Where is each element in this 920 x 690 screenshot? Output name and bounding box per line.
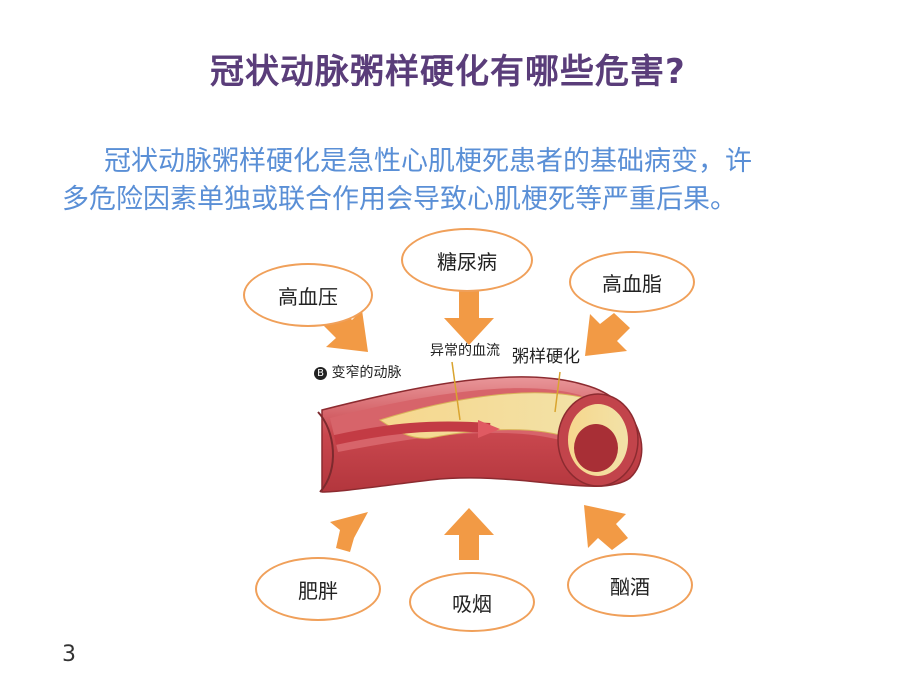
narrowed-artery-text: 变窄的动脉 bbox=[331, 365, 402, 381]
bubble-smoking: 吸烟 bbox=[409, 572, 535, 632]
risk-arrows bbox=[320, 290, 630, 560]
arrow-smoking bbox=[444, 508, 494, 560]
bubble-hyperlipidemia: 高血脂 bbox=[569, 251, 695, 313]
bubble-diabetes: 糖尿病 bbox=[401, 228, 533, 292]
arrow-alcohol bbox=[584, 505, 628, 550]
intro-paragraph: 冠状动脉粥样硬化是急性心肌梗死患者的基础病变，许 多危险因素单独或联合作用会导致… bbox=[62, 143, 862, 219]
arrow-diabetes bbox=[444, 290, 494, 345]
artery-illustration bbox=[317, 361, 643, 493]
page-number: 3 bbox=[62, 642, 76, 667]
bubble-alcohol: 酗酒 bbox=[567, 553, 693, 617]
arrow-hyperlipidemia bbox=[585, 313, 630, 356]
paragraph-line-1: 冠状动脉粥样硬化是急性心肌梗死患者的基础病变，许 bbox=[104, 146, 752, 177]
slide-title: 冠状动脉粥样硬化有哪些危害? bbox=[210, 52, 686, 92]
marker-b-icon: B bbox=[314, 366, 327, 380]
paragraph-line-2: 多危险因素单独或联合作用会导致心肌梗死等严重后果。 bbox=[62, 184, 737, 215]
abnormal-flow-label: 异常的血流 bbox=[430, 343, 500, 359]
bubble-hypertension: 高血压 bbox=[243, 263, 373, 327]
arrow-obesity bbox=[330, 512, 368, 552]
narrowed-artery-label: B 变窄的动脉 bbox=[314, 362, 401, 382]
bubble-obesity: 肥胖 bbox=[255, 557, 381, 621]
atherosclerosis-label: 粥样硬化 bbox=[512, 347, 580, 367]
